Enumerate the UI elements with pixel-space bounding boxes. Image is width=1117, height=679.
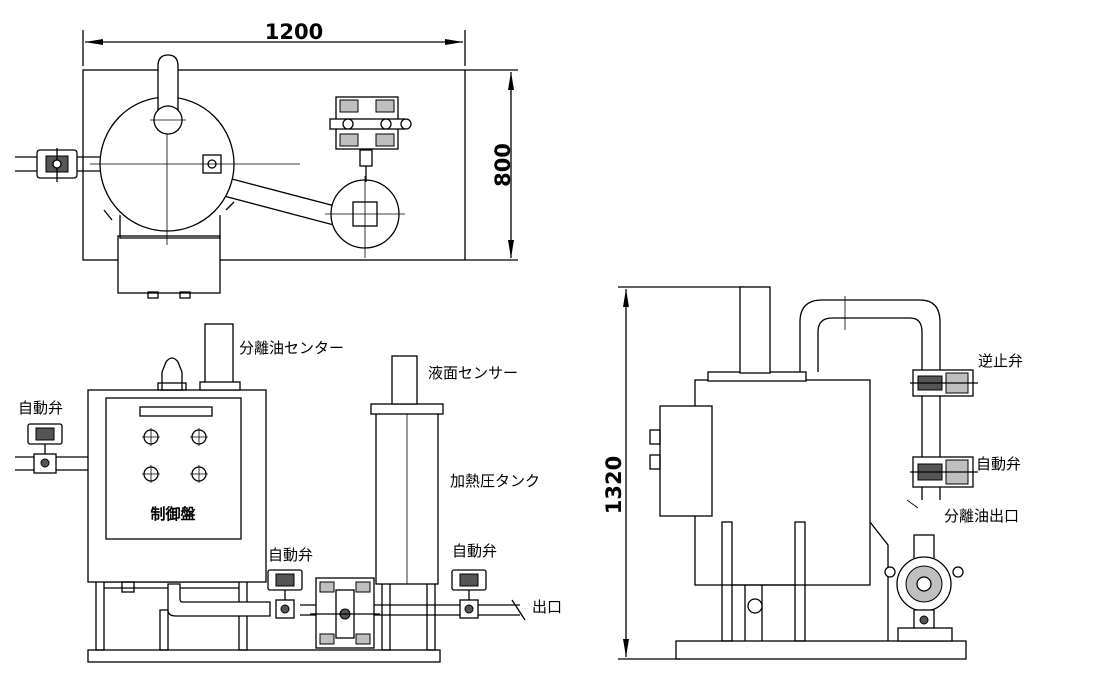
auto-valve-mid bbox=[267, 569, 303, 619]
dim-arrow bbox=[508, 240, 514, 258]
side-drain-valve bbox=[747, 598, 763, 614]
foot bbox=[179, 291, 191, 299]
level-sensor-label: 液面センサー bbox=[428, 364, 518, 382]
separated-oil-sensor-label: 分離油センター bbox=[239, 339, 344, 357]
control-box-top-view bbox=[117, 235, 221, 294]
auto-valve-right-label: 自動弁 bbox=[452, 542, 497, 560]
dim-arrow bbox=[508, 72, 514, 90]
level-sensor-body bbox=[391, 355, 418, 405]
dim-arrow bbox=[445, 39, 463, 45]
front-view: 制御盤 分離油センター 液面センサー 加熱圧タンク 自動弁 出口 bbox=[15, 323, 562, 663]
dim-label-height: 1320 bbox=[602, 456, 626, 514]
auto-valve-left-label: 自動弁 bbox=[18, 399, 63, 417]
dim-arrow bbox=[623, 289, 629, 307]
overhead-pipe-outer bbox=[799, 299, 941, 500]
panel-indicator-lamps bbox=[142, 428, 208, 483]
side-leg bbox=[794, 521, 806, 642]
breather bbox=[161, 357, 183, 391]
separated-oil-sensor-body bbox=[204, 323, 234, 385]
sensor-flange bbox=[199, 381, 241, 391]
port-hole bbox=[207, 159, 217, 169]
side-leg bbox=[721, 521, 733, 642]
check-valve-label: 逆止弁 bbox=[978, 352, 1023, 370]
side-base bbox=[675, 640, 967, 660]
pipe-break bbox=[511, 599, 526, 621]
tank-bracket bbox=[119, 215, 221, 239]
panel-nameplate bbox=[139, 406, 213, 417]
top-view-base-plate bbox=[82, 69, 466, 261]
heated-tank-label: 加熱圧タンク bbox=[450, 472, 540, 490]
breather-flange bbox=[157, 382, 187, 391]
tank-bracket-lugs bbox=[103, 201, 235, 221]
foot bbox=[147, 291, 159, 299]
pipe-break bbox=[906, 499, 919, 509]
diaphragm-pump-side bbox=[884, 534, 964, 642]
side-handle bbox=[649, 454, 661, 470]
auto-valve-side bbox=[910, 456, 978, 488]
separated-oil-outlet-label: 分離油出口 bbox=[944, 507, 1019, 525]
control-panel-door bbox=[105, 397, 242, 540]
auto-valve-mid-label: 自動弁 bbox=[268, 546, 313, 564]
side-view: 1320 逆止弁 bbox=[602, 286, 1023, 660]
dim-arrow bbox=[623, 639, 629, 657]
pump-front bbox=[310, 577, 380, 649]
dim-label-depth: 800 bbox=[491, 143, 515, 187]
auto-valve-left bbox=[27, 423, 63, 474]
side-handle bbox=[649, 429, 661, 445]
port-square bbox=[202, 154, 222, 174]
auto-valve-right bbox=[451, 569, 487, 619]
check-valve-side bbox=[910, 369, 978, 397]
front-base bbox=[87, 649, 441, 663]
inlet-valve-top bbox=[36, 148, 78, 182]
top-view: 1200 800 bbox=[15, 20, 518, 299]
side-cabinet bbox=[694, 379, 871, 586]
heated-tank-flange bbox=[370, 403, 444, 415]
control-panel-label: 制御盤 bbox=[150, 505, 196, 523]
frame-leg bbox=[159, 609, 169, 651]
side-stack bbox=[739, 286, 771, 374]
auto-valve-side-label: 自動弁 bbox=[976, 455, 1021, 473]
dim-arrow bbox=[85, 39, 103, 45]
valve-assembly-top bbox=[329, 96, 412, 182]
outlet-label: 出口 bbox=[532, 598, 562, 616]
side-control-box bbox=[659, 405, 713, 517]
side-bracket bbox=[869, 521, 889, 641]
bottom-pipe bbox=[167, 583, 271, 617]
drain-box bbox=[121, 581, 135, 593]
dim-label-width: 1200 bbox=[265, 20, 323, 44]
overhead-pipe-inner bbox=[817, 317, 923, 500]
